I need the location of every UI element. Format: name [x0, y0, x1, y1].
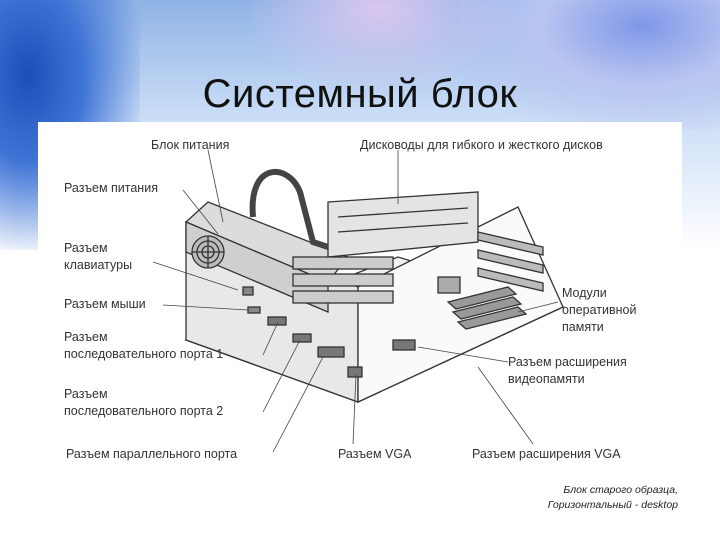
- label-memory-modules-line3: памяти: [562, 319, 604, 336]
- label-keyboard-connector-line2: клавиатуры: [64, 257, 132, 274]
- label-keyboard-connector-line1: Разъем: [64, 240, 108, 257]
- system-unit-diagram: Блок питания Дисководы для гибкого и жес…: [38, 122, 682, 474]
- label-vga-expansion: Разъем расширения VGA: [472, 446, 621, 463]
- label-serial-port-1-line1: Разъем: [64, 329, 108, 346]
- label-video-memory-expansion-line2: видеопамяти: [508, 371, 585, 388]
- label-power-supply: Блок питания: [151, 137, 229, 154]
- caption-line1: Блок старого образца,: [548, 483, 678, 498]
- label-serial-port-2-line2: последовательного порта 2: [64, 403, 223, 420]
- label-memory-modules-line1: Модули: [562, 285, 607, 302]
- label-vga-connector: Разъем VGA: [338, 446, 411, 463]
- caption-line2: Горизонтальный - desktop: [548, 498, 678, 513]
- label-serial-port-1-line2: последовательного порта 1: [64, 346, 223, 363]
- label-video-memory-expansion-line1: Разъем расширения: [508, 354, 627, 371]
- label-drives: Дисководы для гибкого и жесткого дисков: [360, 137, 603, 154]
- caption: Блок старого образца, Горизонтальный - d…: [548, 483, 678, 513]
- label-power-connector: Разъем питания: [64, 180, 158, 197]
- label-serial-port-2-line1: Разъем: [64, 386, 108, 403]
- label-memory-modules-line2: оперативной: [562, 302, 637, 319]
- label-mouse-connector: Разъем мыши: [64, 296, 146, 313]
- slide-title: Системный блок: [0, 72, 720, 117]
- label-parallel-port: Разъем параллельного порта: [66, 446, 237, 463]
